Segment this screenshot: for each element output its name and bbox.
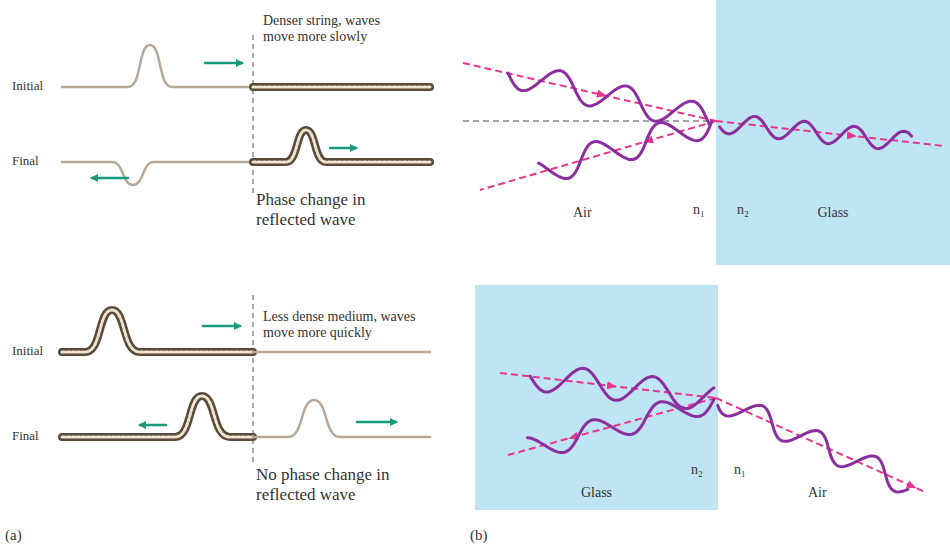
annotation: Less dense medium, waves move more quick…	[263, 309, 448, 341]
medium-name: Glass	[716, 205, 950, 221]
normal-line	[463, 121, 716, 122]
light-ray	[716, 398, 925, 492]
glass-region	[475, 285, 718, 510]
medium-label: Air	[808, 485, 848, 501]
annotation: Final	[12, 429, 72, 444]
ray-arrow	[910, 484, 912, 487]
direction-arrow	[140, 424, 166, 427]
dense-string	[253, 83, 430, 91]
dense-string	[253, 130, 430, 162]
dense-string	[253, 86, 430, 89]
light-wave	[508, 71, 710, 125]
glass-region	[716, 0, 950, 265]
light-string	[253, 351, 430, 354]
light-ray	[463, 63, 716, 121]
medium-label: n₁	[693, 202, 717, 218]
direction-arrow	[92, 177, 128, 180]
light-string	[62, 162, 253, 185]
annotation: Phase change in reflected wave	[256, 190, 401, 229]
ray-arrow	[600, 93, 602, 96]
light-ray	[508, 398, 716, 455]
annotation: Denser string, waves move more slowly	[263, 13, 413, 45]
dense-string	[62, 396, 253, 437]
annotation: No phase change in reflected wave	[256, 465, 406, 504]
dense-string	[253, 130, 430, 162]
ray-arrow	[610, 385, 612, 387]
annotation: Initial	[12, 344, 72, 359]
light-ray	[480, 121, 716, 190]
medium-label: n₂	[691, 462, 715, 478]
medium-label: n₂	[737, 202, 761, 218]
light-wave	[718, 405, 908, 492]
glass-block: Glass	[716, 0, 950, 265]
medium-name: Glass	[475, 485, 718, 501]
boundary	[253, 35, 254, 195]
direction-arrow	[203, 325, 240, 328]
light-wave	[530, 368, 714, 408]
dense-string	[62, 310, 253, 352]
annotation: Initial	[12, 79, 72, 94]
ray-arrow	[850, 135, 852, 137]
dense-string	[62, 396, 253, 437]
dense-string	[62, 310, 253, 352]
light-string	[62, 45, 253, 87]
light-wave	[720, 116, 912, 148]
light-wave	[539, 121, 712, 178]
panel-label: (a)	[5, 527, 45, 544]
annotation: Final	[12, 154, 72, 169]
glass-block: Glass	[475, 285, 718, 510]
direction-arrow	[357, 421, 396, 424]
medium-label: n₁	[734, 462, 758, 478]
direction-arrow	[205, 62, 242, 65]
panel-label: (b)	[470, 527, 510, 544]
light-string	[253, 400, 430, 437]
medium-label: Air	[573, 205, 613, 221]
direction-arrow	[330, 147, 356, 150]
ray-arrow	[573, 436, 575, 439]
light-wave	[527, 400, 714, 453]
